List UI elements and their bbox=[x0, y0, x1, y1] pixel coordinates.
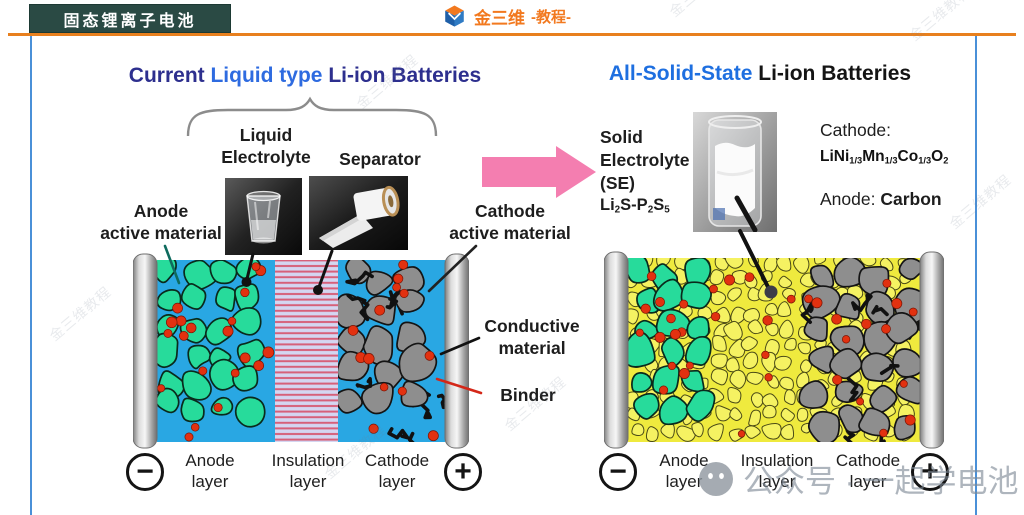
left-title-part3: Li-ion Batteries bbox=[322, 64, 482, 87]
cathode-formula: LiNi1/3Mn1/3Co1/3O2 bbox=[820, 148, 949, 166]
wechat-icon bbox=[699, 461, 733, 496]
frame-top-border bbox=[8, 33, 1016, 36]
diagonal-watermark: 金三维教程 bbox=[906, 0, 975, 44]
label-conductive-material: Conductive material bbox=[484, 316, 580, 359]
solid-state-battery-diagram bbox=[604, 251, 944, 449]
right-title-part1: All-Solid-State bbox=[608, 62, 753, 85]
diagonal-watermark: 金三维教程 bbox=[665, 0, 735, 21]
left-title-part2: Liquid type bbox=[210, 64, 323, 87]
brand-name: 金三维 bbox=[474, 9, 525, 28]
photo-solid-electrolyte-vial bbox=[693, 112, 777, 232]
cube-logo-icon bbox=[445, 5, 464, 27]
right-minus-terminal: − bbox=[599, 453, 637, 491]
label-solid-electrolyte: Solid Electrolyte (SE) Li2S-P2S5 bbox=[600, 126, 715, 217]
insulation-layer-region bbox=[275, 260, 338, 442]
right-title-part2: Li-ion Batteries bbox=[752, 62, 912, 85]
se-formula: Li2S-P2S5 bbox=[600, 196, 670, 216]
label-anode-active-material: Anode active material bbox=[100, 201, 222, 244]
slide-title: 固态锂离子电池 bbox=[63, 12, 197, 30]
left-current-collector bbox=[133, 253, 158, 449]
liquid-battery-diagram bbox=[133, 253, 469, 449]
right-title: All-Solid-State Li-ion Batteries bbox=[565, 62, 955, 86]
left-current-collector bbox=[604, 251, 629, 449]
label-binder: Binder bbox=[500, 385, 556, 405]
left-minus-terminal: − bbox=[126, 453, 164, 491]
wechat-watermark: 公众号 · 一起学电池 bbox=[697, 456, 1019, 501]
brand-suffix: -教程- bbox=[531, 9, 571, 26]
left-title-part1: Current bbox=[128, 64, 211, 87]
left-plus-terminal: + bbox=[444, 453, 482, 491]
photo-separator-roll bbox=[309, 176, 408, 250]
right-current-collector bbox=[444, 253, 469, 449]
frame-left-border bbox=[30, 36, 32, 515]
frame-right-border bbox=[975, 36, 977, 515]
left-title: Current Liquid type Li-ion Batteries bbox=[75, 64, 535, 88]
slide-title-box: 固态锂离子电池 bbox=[30, 5, 230, 32]
label-cathode-active-material: Cathode active material bbox=[449, 201, 571, 244]
right-current-collector bbox=[919, 251, 944, 449]
cathode-particles bbox=[338, 260, 445, 442]
right-plus-terminal: + bbox=[911, 453, 949, 491]
brand-logo: 金三维 -教程- bbox=[441, 3, 571, 30]
photo-liquid-electrolyte-cup bbox=[225, 178, 302, 255]
label-cathode-chemistry: Cathode: LiNi1/3Mn1/3Co1/3O2 bbox=[820, 120, 990, 166]
solid-state-particles bbox=[628, 258, 920, 442]
label-anode-chemistry: Anode: Carbon bbox=[820, 189, 942, 209]
anode-particles bbox=[157, 260, 275, 442]
label-liquid-electrolyte: Liquid Electrolyte bbox=[221, 125, 311, 168]
diagonal-watermark: 金三维教程 bbox=[46, 283, 115, 344]
transition-arrow-icon bbox=[482, 146, 596, 198]
wechat-watermark-text: 公众号 · 一起学电池 bbox=[743, 464, 1019, 499]
label-separator: Separator bbox=[339, 149, 421, 169]
